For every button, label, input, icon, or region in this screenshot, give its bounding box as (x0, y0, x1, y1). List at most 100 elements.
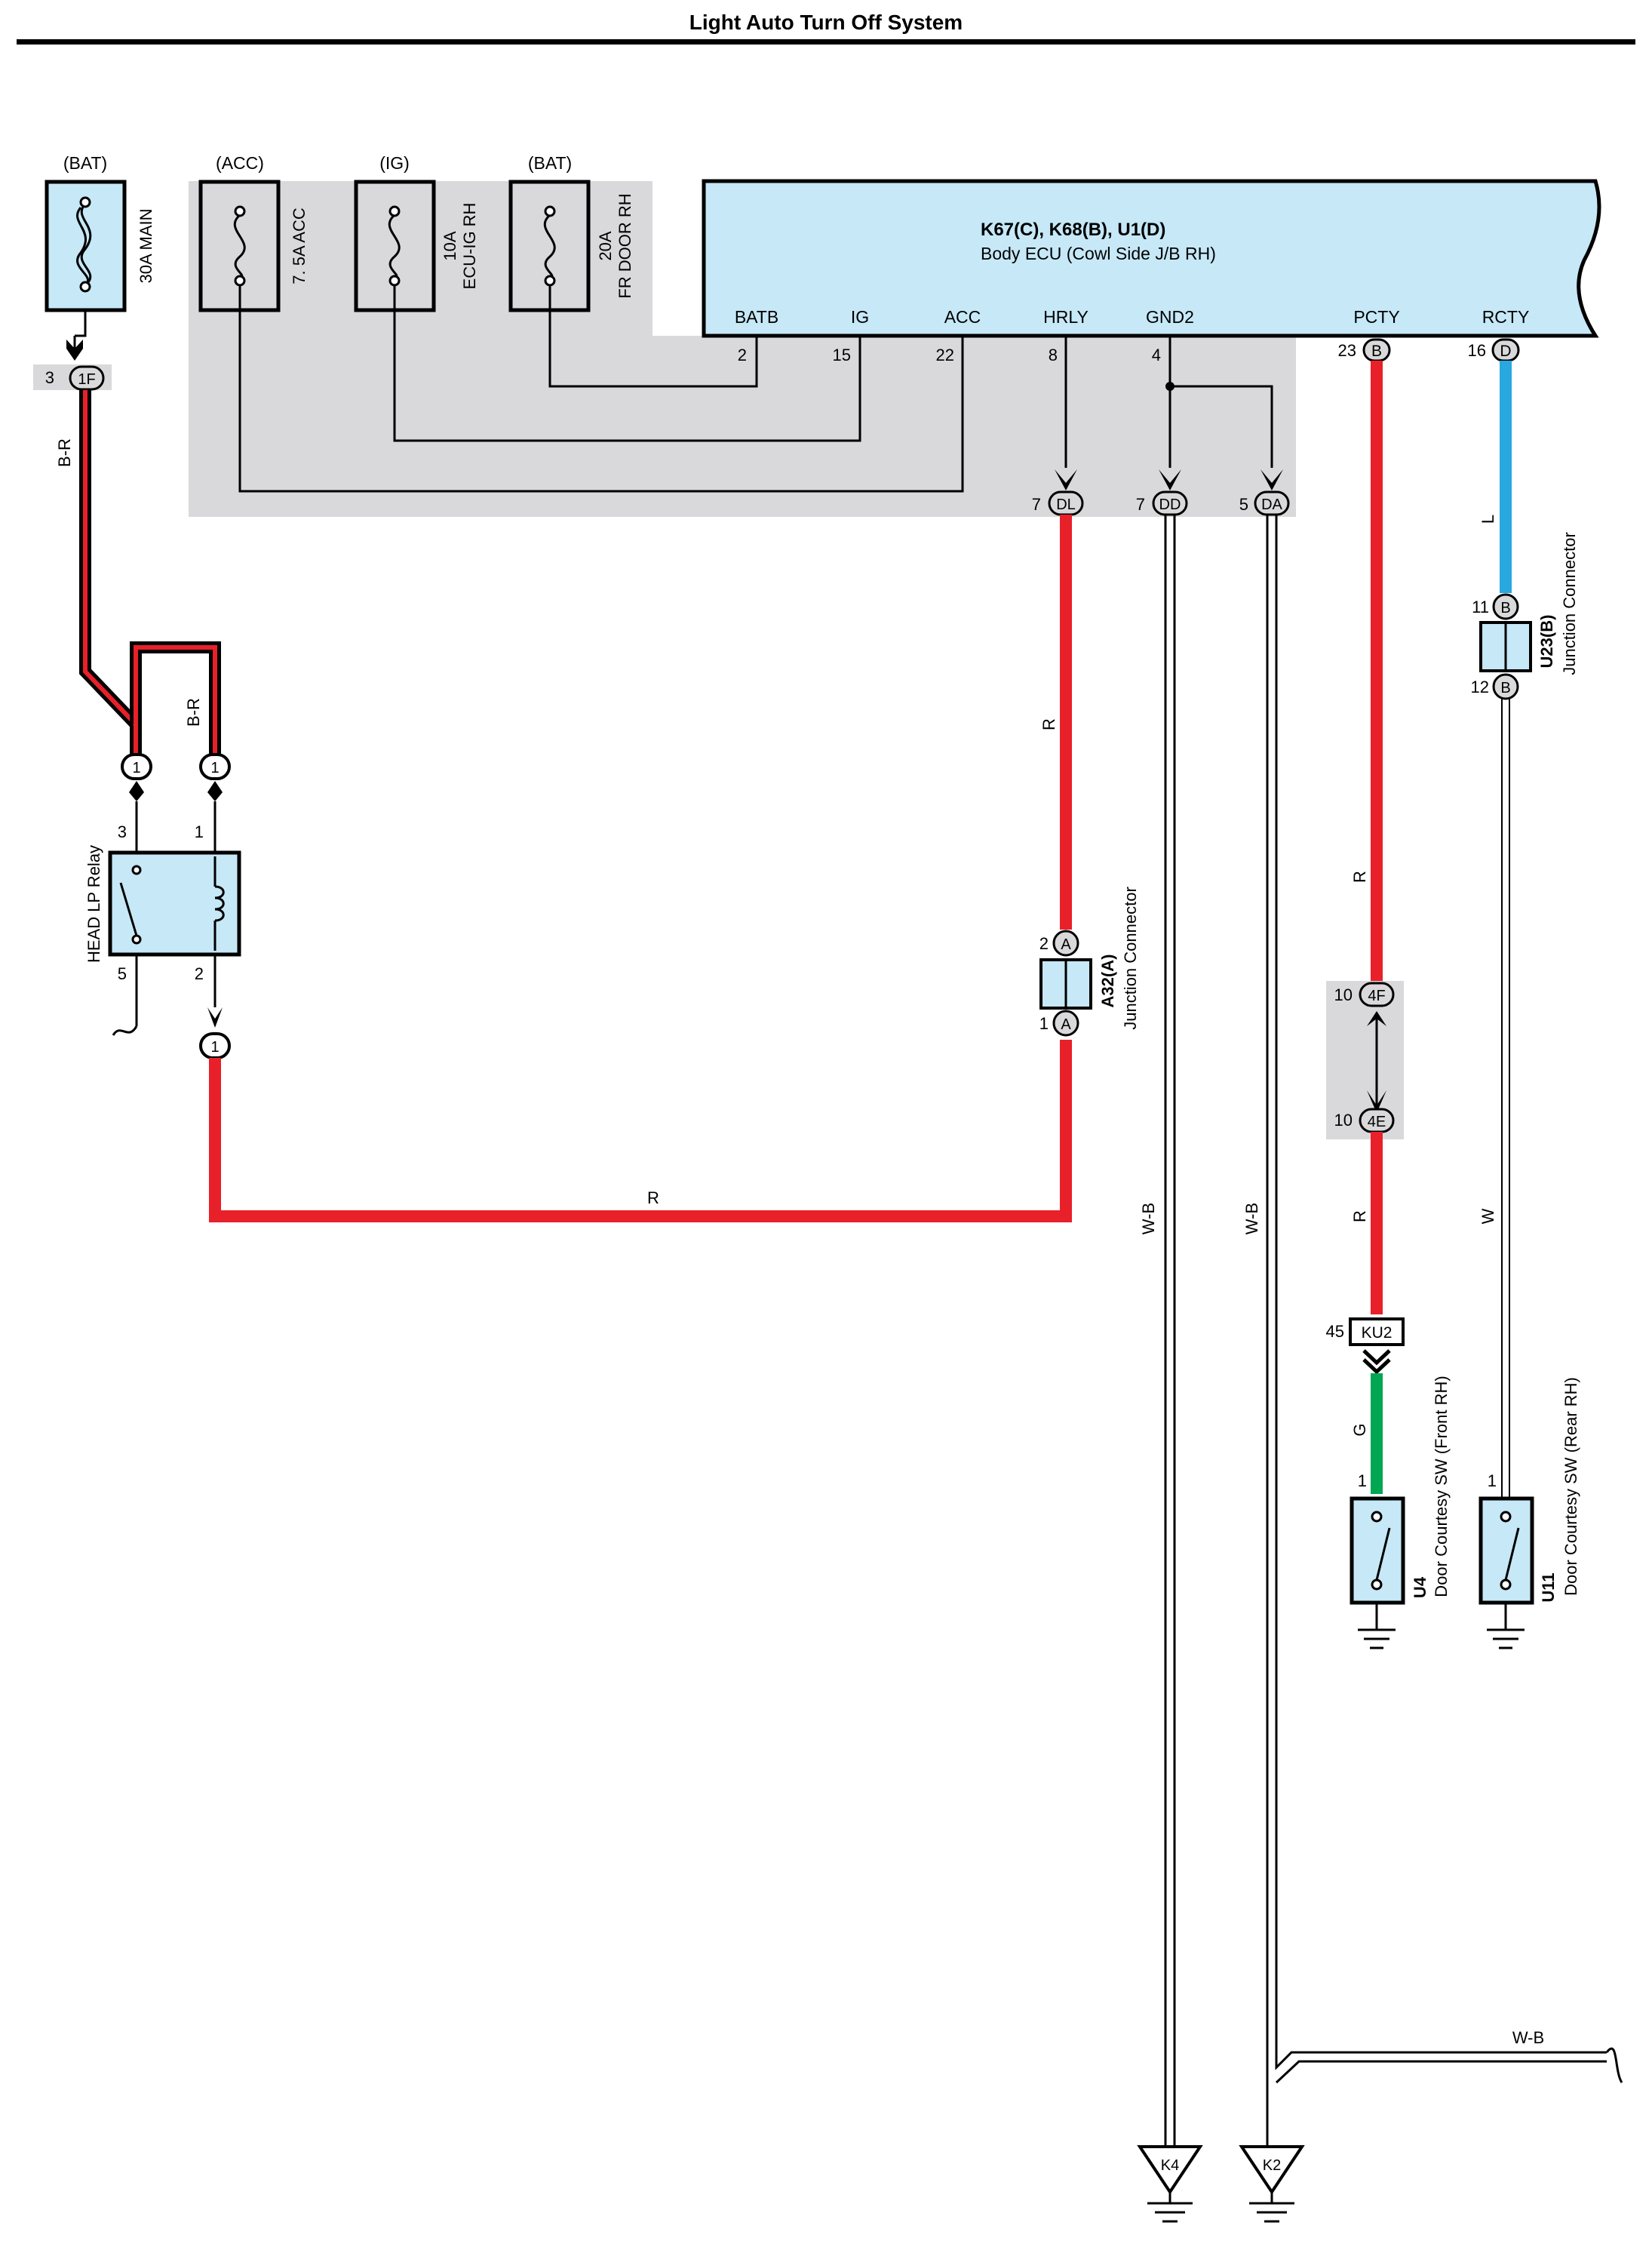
wire-label: B-R (55, 438, 74, 467)
ecu-code: K67(C), K68(B), U1(D) (981, 220, 1165, 240)
pin-num: 16 (1468, 341, 1486, 360)
junction-u23: 11 B B 12 U23(B) Junction Connector (1471, 532, 1579, 700)
svg-text:B: B (1500, 600, 1510, 616)
ecu-pin-acc: ACC (944, 307, 981, 327)
svg-text:2: 2 (1039, 934, 1049, 953)
ecu-name: Body ECU (Cowl Side J/B RH) (981, 244, 1216, 263)
junction-block-area (189, 181, 1296, 517)
wire-break (1605, 2047, 1623, 2083)
svg-text:1: 1 (1358, 1471, 1367, 1490)
pin-num: 23 (1338, 341, 1356, 360)
svg-text:12: 12 (1471, 678, 1489, 696)
svg-text:4E: 4E (1368, 1114, 1386, 1130)
wire-label: W-B (1242, 1203, 1261, 1234)
ecu-pin-batb: BATB (735, 307, 778, 327)
ecu-pin-pcty: PCTY (1353, 307, 1399, 327)
svg-text:7: 7 (1136, 495, 1145, 514)
fuse-30a-main: (BAT) 30A MAIN (45, 153, 155, 312)
svg-text:20A: 20A (596, 231, 615, 260)
wire-label: W (1479, 1208, 1497, 1224)
jb-conn-dd: 7 DD (1136, 490, 1188, 516)
w-b-wire (1164, 515, 1607, 2147)
wire-label: W-B (1139, 1203, 1158, 1234)
ground-k4: K4 (1137, 2145, 1203, 2223)
ground-k2: K2 (1239, 2145, 1305, 2223)
svg-text:10: 10 (1334, 985, 1353, 1004)
svg-text:D: D (1500, 343, 1511, 360)
junction-a32: 2 A A 1 A32(A) Junction Connector (1039, 887, 1140, 1037)
svg-text:(BAT): (BAT) (63, 153, 107, 173)
head-lp-relay: 3 1 HEAD LP Relay 5 2 1 (84, 801, 241, 1059)
svg-text:3: 3 (45, 368, 54, 387)
wire-label: R (647, 1188, 659, 1207)
svg-text:A: A (1061, 936, 1071, 953)
svg-text:45: 45 (1326, 1322, 1344, 1341)
pin-num: 8 (1049, 346, 1058, 364)
fuse-10a-ecu-ig-rh: (IG) 10A ECU-IG RH (354, 153, 479, 312)
pin-num: 22 (936, 346, 954, 364)
svg-text:3: 3 (118, 822, 127, 841)
svg-text:U11: U11 (1539, 1572, 1558, 1602)
svg-text:1: 1 (1488, 1471, 1497, 1490)
ecu-conn-b: B (1362, 338, 1391, 362)
door-courtesy-sw-front-rh: 1 U4 Door Courtesy SW (Front RH) (1350, 1376, 1451, 1649)
svg-text:(ACC): (ACC) (216, 153, 264, 173)
svg-text:FR DOOR RH: FR DOOR RH (616, 193, 634, 298)
svg-text:30A MAIN: 30A MAIN (137, 208, 155, 283)
svg-text:Junction Connector: Junction Connector (1560, 532, 1579, 675)
splice-dot (1165, 382, 1175, 391)
jb-arrows (1055, 469, 1283, 490)
pin-num: 4 (1152, 346, 1161, 364)
svg-text:DL: DL (1056, 496, 1076, 513)
fuse-20a-fr-door-rh: (BAT) 20A FR DOOR RH (508, 153, 634, 312)
relay-conn: 1 1 (121, 753, 231, 801)
svg-text:(IG): (IG) (379, 153, 410, 173)
svg-text:KU2: KU2 (1362, 1324, 1393, 1342)
inline-conn-ku2: 45 KU2 (1326, 1317, 1405, 1375)
wire-label: R (1350, 1210, 1369, 1222)
svg-text:DA: DA (1261, 496, 1282, 513)
svg-text:10A: 10A (441, 231, 459, 260)
wire-label: R (1039, 718, 1058, 730)
r-wire-relay (209, 1040, 1072, 1222)
pin-num: 2 (738, 346, 747, 364)
body-ecu: K67(C), K68(B), U1(D) Body ECU (Cowl Sid… (702, 179, 1601, 338)
title-rule (17, 39, 1635, 45)
conn-1f: 3 1F (33, 336, 112, 391)
wire-label: B-R (184, 698, 203, 727)
svg-text:B: B (1500, 680, 1510, 696)
svg-text:K2: K2 (1263, 2157, 1281, 2174)
pin-num: 15 (833, 346, 851, 364)
jb-conn-dl: 7 DL (1032, 490, 1084, 516)
w-wire (1501, 699, 1510, 1500)
ecu-pin-ig: IG (851, 307, 869, 327)
jb-internal-wires (238, 285, 1273, 493)
svg-text:U4: U4 (1411, 1576, 1429, 1598)
ecu-conn-d: D (1491, 338, 1520, 362)
svg-text:7: 7 (1032, 495, 1041, 514)
svg-text:1: 1 (132, 760, 140, 776)
svg-text:A: A (1061, 1016, 1071, 1033)
svg-text:Junction Connector: Junction Connector (1121, 887, 1140, 1030)
svg-text:1: 1 (195, 822, 204, 841)
door-courtesy-sw-rear-rh: 1 U11 Door Courtesy SW (Rear RH) (1479, 1377, 1580, 1649)
ecu-pin-rcty: RCTY (1482, 307, 1530, 327)
svg-text:2: 2 (195, 964, 204, 983)
svg-text:K4: K4 (1161, 2157, 1179, 2174)
svg-text:Door Courtesy SW (Front RH): Door Courtesy SW (Front RH) (1432, 1376, 1451, 1597)
ecu-pin-gnd2: GND2 (1146, 307, 1194, 327)
wire-label: W-B (1512, 2028, 1544, 2047)
svg-text:1: 1 (210, 760, 219, 776)
svg-text:(BAT): (BAT) (528, 153, 572, 173)
svg-text:10: 10 (1334, 1111, 1353, 1130)
svg-text:DD: DD (1159, 496, 1181, 513)
svg-text:1F: 1F (78, 371, 95, 388)
svg-text:U23(B): U23(B) (1537, 615, 1556, 669)
svg-text:A32(A): A32(A) (1098, 954, 1117, 1008)
b-r-wire (79, 390, 221, 755)
svg-text:5: 5 (118, 964, 127, 983)
svg-text:11: 11 (1472, 598, 1489, 616)
fuse-lead (75, 310, 87, 337)
ecu-pin-hrly: HRLY (1043, 307, 1089, 327)
